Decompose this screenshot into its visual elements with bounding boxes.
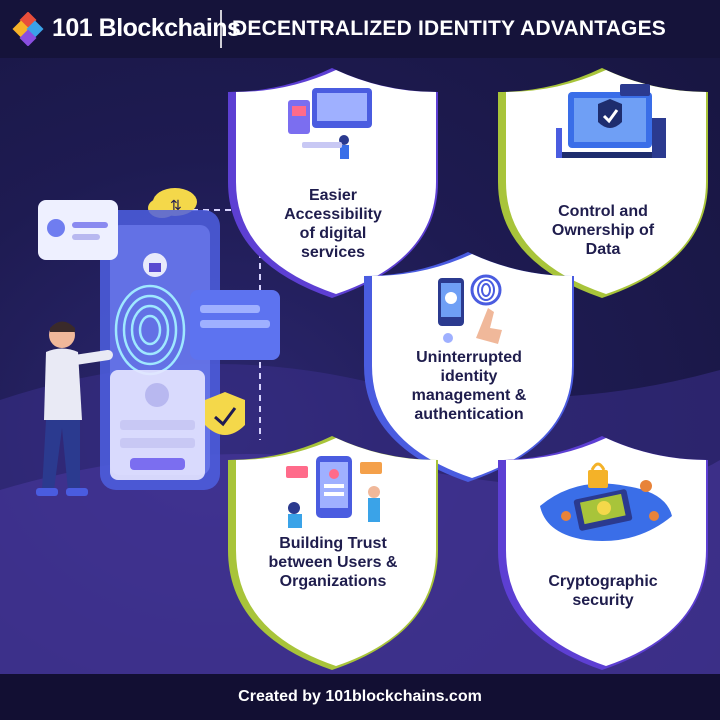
card-label-line: Accessibility xyxy=(284,206,382,223)
card-label-line: security xyxy=(572,592,634,609)
developers-illustration xyxy=(288,88,372,159)
card-label-line: Organizations xyxy=(279,573,387,590)
card-label-line: Ownership of xyxy=(551,222,655,239)
shield-shape xyxy=(228,436,438,670)
advantage-card-trust: Building Trust between Users & Organizat… xyxy=(222,430,444,674)
blockchain-cube-logo-icon xyxy=(12,12,44,46)
social-network-illustration xyxy=(286,456,382,528)
card-label-line: Easier xyxy=(308,187,358,204)
shield-shape xyxy=(228,68,438,298)
footer-credit: Created by 101blockchains.com xyxy=(238,688,482,705)
card-label: Cryptographic security xyxy=(492,572,714,610)
advantage-card-accessibility: Easier Accessibility of digital services xyxy=(222,62,444,302)
card-label-line: authentication xyxy=(414,406,524,423)
shield-shape xyxy=(498,436,708,670)
card-label: Easier Accessibility of digital services xyxy=(222,186,444,262)
card-label-line: between Users & xyxy=(268,554,398,571)
footer: Created by 101blockchains.com xyxy=(0,674,720,720)
card-label-line: of digital xyxy=(299,225,367,242)
card-label-line: services xyxy=(300,244,366,261)
page-title: DECENTRALIZED IDENTITY ADVANTAGES xyxy=(232,17,667,40)
card-label-line: Uninterrupted xyxy=(416,349,522,366)
crypto-lock-illustration xyxy=(540,462,672,541)
person-phone-illustration: ⇅ xyxy=(36,188,280,496)
card-label-line: Data xyxy=(585,241,621,258)
card-label: Building Trust between Users & Organizat… xyxy=(222,534,444,591)
header: 101 Blockchains DECENTRALIZED IDENTITY A… xyxy=(0,0,720,58)
card-label: Uninterrupted identity management & auth… xyxy=(358,348,580,424)
advantage-card-identity-management: Uninterrupted identity management & auth… xyxy=(358,246,580,486)
card-label-line: Building Trust xyxy=(279,535,387,552)
card-label-line: Cryptographic xyxy=(548,573,658,590)
card-label: Control and Ownership of Data xyxy=(492,202,714,259)
advantage-card-cryptographic-security: Cryptographic security xyxy=(492,430,714,674)
brand-name: 101 Blockchains xyxy=(52,14,241,42)
svg-text:⇅: ⇅ xyxy=(170,198,182,214)
card-label-line: Control and xyxy=(558,203,648,220)
card-label-line: management & xyxy=(411,387,527,404)
shield-shape xyxy=(364,252,574,482)
card-label-line: identity xyxy=(440,368,498,385)
fingerprint-phone-illustration xyxy=(438,274,502,344)
advantage-card-control: Control and Ownership of Data xyxy=(492,62,714,302)
security-shield-illustration xyxy=(556,84,666,158)
header-divider xyxy=(220,10,222,48)
